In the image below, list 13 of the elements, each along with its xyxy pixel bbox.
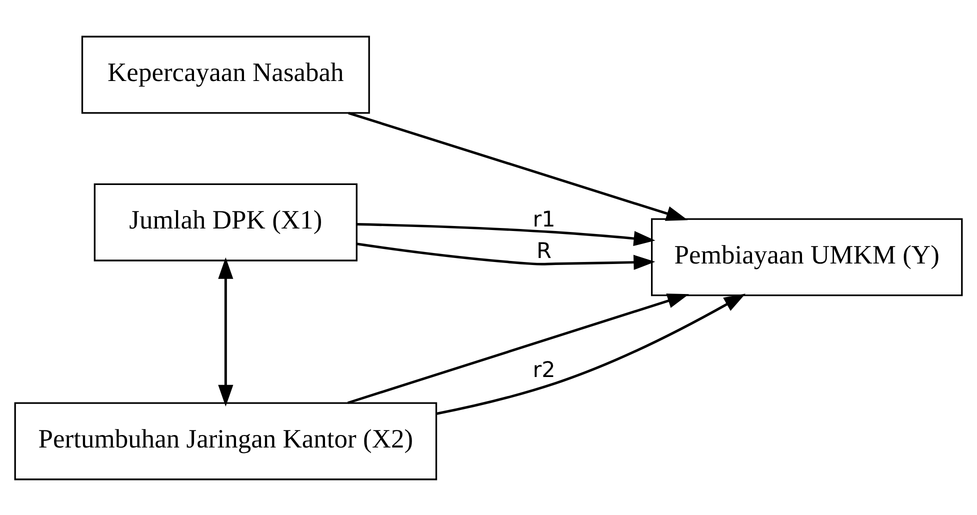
arrow [347, 293, 689, 404]
edge-label: r2 [532, 358, 556, 383]
node-box: Jumlah DPK (X1) [94, 182, 358, 261]
node-box: Pembiayaan UMKM (Y) [651, 218, 963, 296]
node-box: Pertumbuhan Jaringan Kantor (X2) [14, 402, 438, 480]
arrow [348, 111, 688, 220]
arrow [436, 293, 746, 414]
edge-label: R [536, 238, 552, 264]
edge-label: r1 [532, 206, 556, 232]
arrow [356, 222, 656, 246]
node-box: Kepercayaan Nasabah [81, 35, 370, 114]
arrow [218, 256, 234, 406]
arrow [356, 242, 656, 270]
